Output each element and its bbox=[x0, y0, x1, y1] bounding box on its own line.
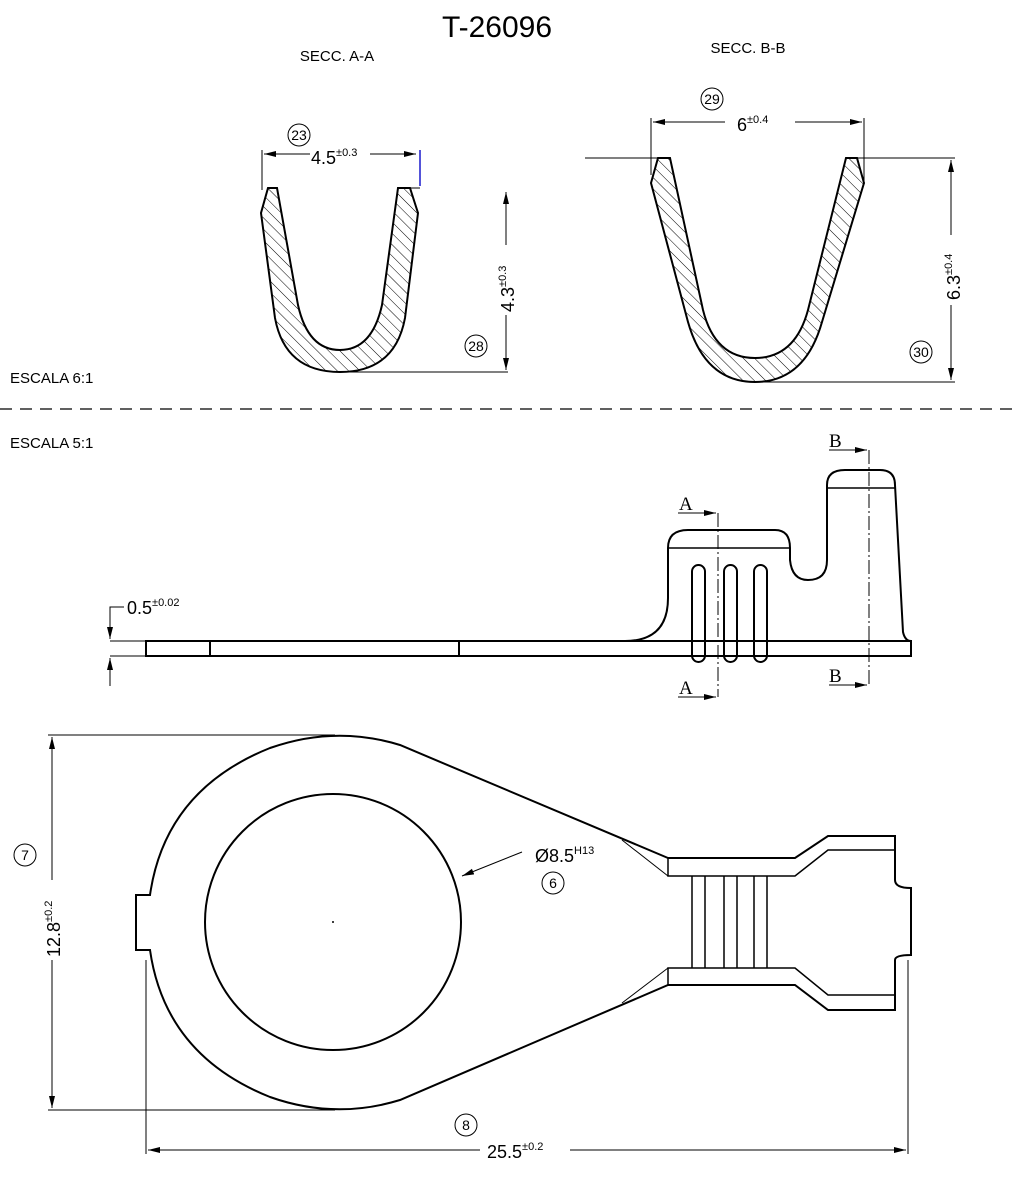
terminal-outline bbox=[135, 734, 912, 1111]
cut-label-a-bottom: A bbox=[679, 678, 693, 699]
width-dimension: 4.5±0.3 bbox=[311, 147, 357, 168]
side-view: A A B B 0.5±0.02 bbox=[107, 431, 912, 700]
ref-balloon-30: 30 bbox=[913, 344, 929, 360]
length-dimension: 25.5±0.2 bbox=[487, 1141, 543, 1162]
hole-diameter-dimension: Ø8.5H13 bbox=[535, 845, 594, 866]
section-aa-label: SECC. A-A bbox=[300, 48, 374, 65]
section-bb: SECC. B-B 6±0.4 29 6.3±0.4 30 bbox=[585, 40, 964, 384]
height-dimension: 12.8±0.2 bbox=[43, 901, 64, 957]
section-bb-profile bbox=[649, 157, 866, 384]
height-dimension: 4.3±0.3 bbox=[497, 266, 518, 312]
scale-label-top: ESCALA 6:1 bbox=[10, 370, 93, 387]
ref-balloon-29: 29 bbox=[704, 91, 720, 107]
cut-label-a-top: A bbox=[679, 494, 693, 515]
ref-balloon-6: 6 bbox=[549, 875, 557, 891]
ref-balloon-23: 23 bbox=[291, 127, 307, 143]
width-dimension: 6±0.4 bbox=[737, 114, 768, 135]
section-aa-profile bbox=[259, 187, 420, 374]
height-dimension: 6.3±0.4 bbox=[943, 254, 964, 300]
ref-balloon-28: 28 bbox=[468, 338, 484, 354]
ref-balloon-8: 8 bbox=[462, 1117, 470, 1133]
thickness-dimension: 0.5±0.02 bbox=[127, 597, 179, 618]
ref-balloon-7: 7 bbox=[21, 847, 29, 863]
scale-label-bottom: ESCALA 5:1 bbox=[10, 435, 93, 452]
drawing-title: T-26096 bbox=[442, 11, 552, 44]
top-view: Ø8.5H13 6 12.8±0.2 7 25.5±0.2 8 bbox=[13, 734, 912, 1162]
section-aa: SECC. A-A 4.5±0.3 23 4.3±0.3 28 bbox=[259, 48, 518, 374]
cut-label-b-top: B bbox=[829, 431, 842, 452]
section-bb-label: SECC. B-B bbox=[710, 40, 785, 57]
cut-label-b-bottom: B bbox=[829, 666, 842, 687]
stud-hole bbox=[204, 793, 462, 1051]
